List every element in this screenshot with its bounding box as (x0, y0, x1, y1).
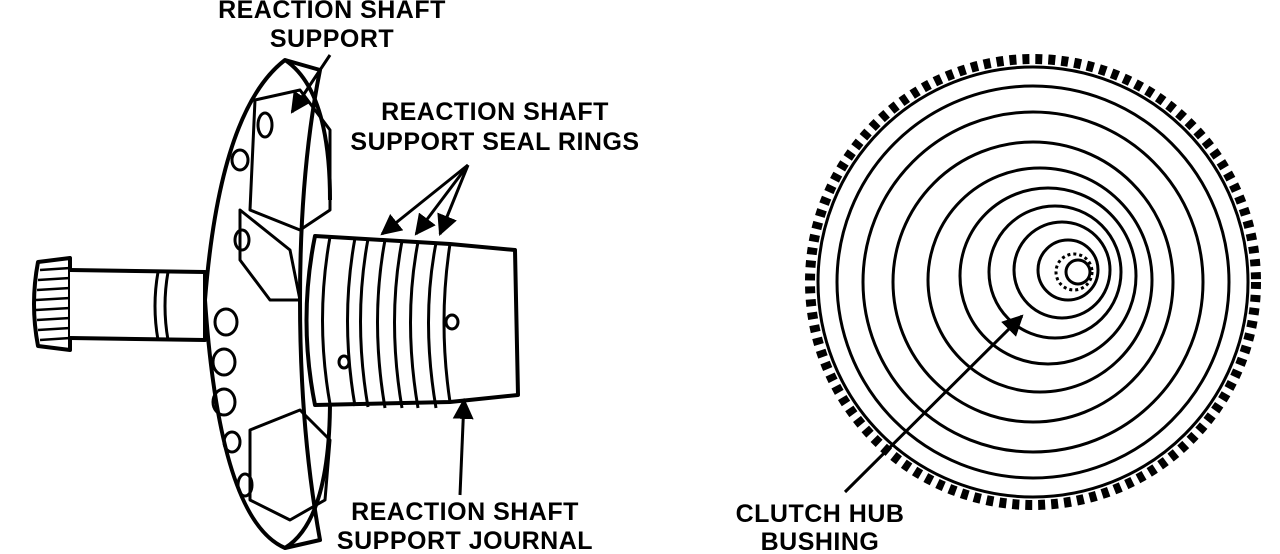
label-clutch-hub-bushing-line1: CLUTCH HUB (736, 500, 905, 528)
gear-teeth (805, 54, 1261, 510)
seal-ring-grooves (346, 237, 438, 409)
leader-seal-ring-1 (380, 163, 469, 236)
leader-seal-ring-2 (414, 164, 470, 236)
input-shaft (32, 256, 207, 352)
support-flange (203, 58, 332, 550)
callout-labels: REACTION SHAFT SUPPORT REACTION SHAFT SU… (218, 0, 904, 554)
label-reaction-shaft-support-line1: REACTION SHAFT (218, 0, 446, 24)
label-support-journal-line1: REACTION SHAFT (351, 498, 579, 526)
leader-reaction-shaft-support (290, 54, 332, 114)
leader-support-journal (452, 397, 474, 496)
leader-lines (290, 54, 1024, 496)
leader-seal-ring-3 (437, 164, 470, 236)
label-reaction-shaft-support-line2: SUPPORT (270, 25, 394, 53)
leader-clutch-hub-bushing (843, 314, 1024, 494)
label-support-journal-line2: SUPPORT JOURNAL (337, 527, 593, 554)
label-seal-rings-line2: SUPPORT SEAL RINGS (350, 128, 639, 156)
label-clutch-hub-bushing-line2: BUSHING (761, 528, 880, 554)
support-hub (304, 234, 520, 409)
hub-rings (835, 84, 1231, 480)
reaction-shaft-support-assembly (32, 58, 520, 550)
clutch-hub-assembly (805, 54, 1261, 510)
label-seal-rings-line1: REACTION SHAFT (381, 98, 609, 126)
